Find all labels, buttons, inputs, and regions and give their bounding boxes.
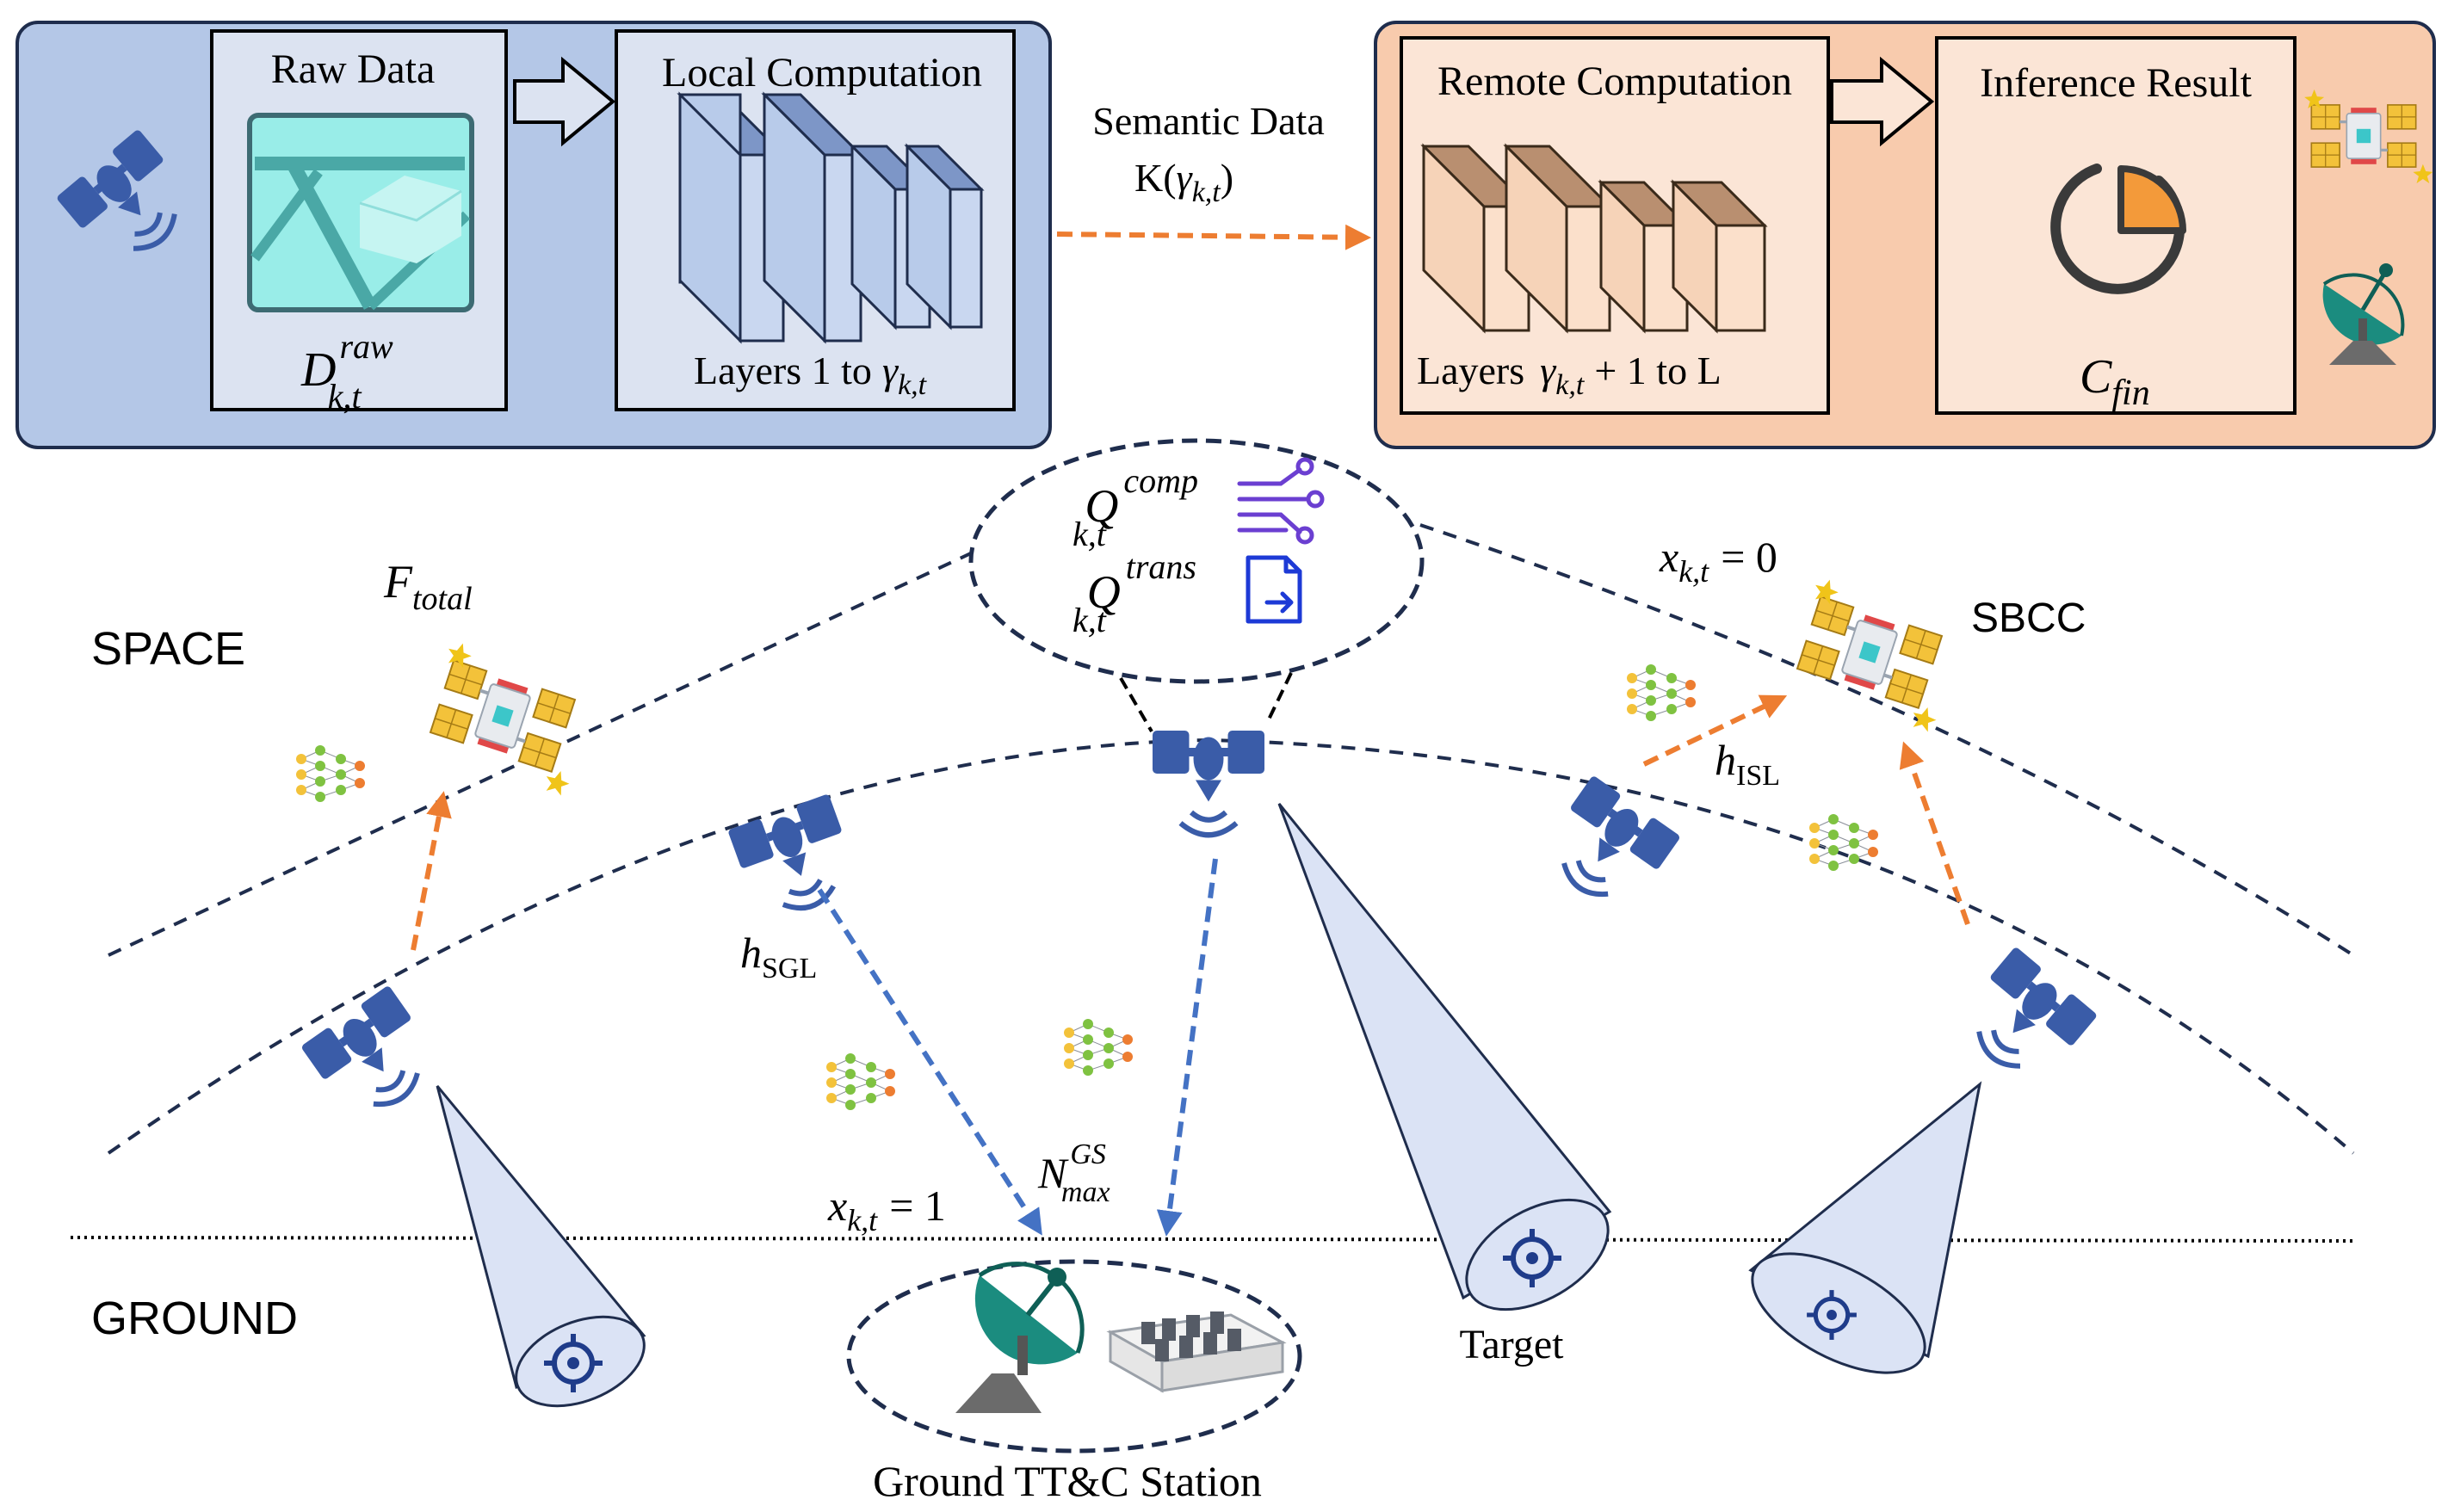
flow-arrow-1 xyxy=(513,56,616,147)
sgl-arrow-2 xyxy=(1156,858,1218,1237)
neural-network-icon xyxy=(1063,1018,1134,1077)
target-label: Target xyxy=(1459,1322,1564,1367)
satellite-icon xyxy=(727,793,862,924)
satellite-icon xyxy=(1153,731,1264,835)
isl-arrow-left xyxy=(411,791,452,951)
isl-arrow-right xyxy=(1899,741,1970,925)
f-total-label: Ftotal xyxy=(383,556,473,617)
remote-computation-title: Remote Computation xyxy=(1437,59,1792,104)
x-one-label: xk,t= 1 xyxy=(827,1182,946,1237)
raw-data-title: Raw Data xyxy=(271,46,436,92)
ground-dish-icon xyxy=(955,1262,1085,1413)
sgl-arrow-1 xyxy=(817,888,1042,1236)
server-rack-icon xyxy=(1106,1311,1287,1393)
compute-flow-icon xyxy=(1237,457,1325,545)
flow-arrow-2 xyxy=(1830,56,1935,147)
ground-station-area xyxy=(846,1259,1302,1453)
semantic-data-label: Semantic Data xyxy=(1092,99,1325,143)
local-computation-title: Local Computation xyxy=(662,50,982,96)
inference-result-title: Inference Result xyxy=(1980,60,2253,106)
cnn-layers-icon xyxy=(1420,143,1768,334)
compute-satellite-ftotal-icon xyxy=(414,638,603,799)
file-transfer-icon xyxy=(1246,555,1302,624)
ground-station-label: Ground TT&C Station xyxy=(873,1457,1262,1505)
semantic-data-formula: K(γk,t) xyxy=(1134,156,1233,208)
pie-chart-icon xyxy=(2050,164,2186,294)
isl-arrow-mid xyxy=(1642,694,1788,767)
sbcc-label: SBCC xyxy=(1971,596,2086,641)
ground-horizon xyxy=(70,1236,2354,1243)
cnn-layers-icon xyxy=(677,91,985,344)
semantic-data-link: Semantic Data K(γk,t) xyxy=(1056,99,1371,250)
inference-result-box: Inference Result Cfin xyxy=(1935,36,2297,415)
sbcc-satellite-icon xyxy=(1781,574,1969,736)
inference-result-symbol: Cfin xyxy=(2080,350,2150,413)
h-sgl-label: hSGL xyxy=(740,929,817,984)
x-zero-label: xk,t= 0 xyxy=(1659,533,1777,589)
neural-network-icon xyxy=(1626,663,1697,722)
inner-orbit xyxy=(107,737,2355,1155)
neural-network-icon xyxy=(825,1052,896,1111)
neural-network-icon xyxy=(295,744,366,803)
coverage-beams xyxy=(436,803,1982,1408)
ground-label: GROUND xyxy=(91,1293,298,1344)
space-label: SPACE xyxy=(91,623,245,675)
satellite-icon xyxy=(1951,947,2098,1092)
offload-arrows xyxy=(411,694,1970,1237)
satellite-icon xyxy=(300,985,446,1129)
map-image-icon xyxy=(247,113,474,312)
ground-dish-small-icon xyxy=(2322,263,2405,365)
h-isl-label: hISL xyxy=(1715,736,1780,792)
